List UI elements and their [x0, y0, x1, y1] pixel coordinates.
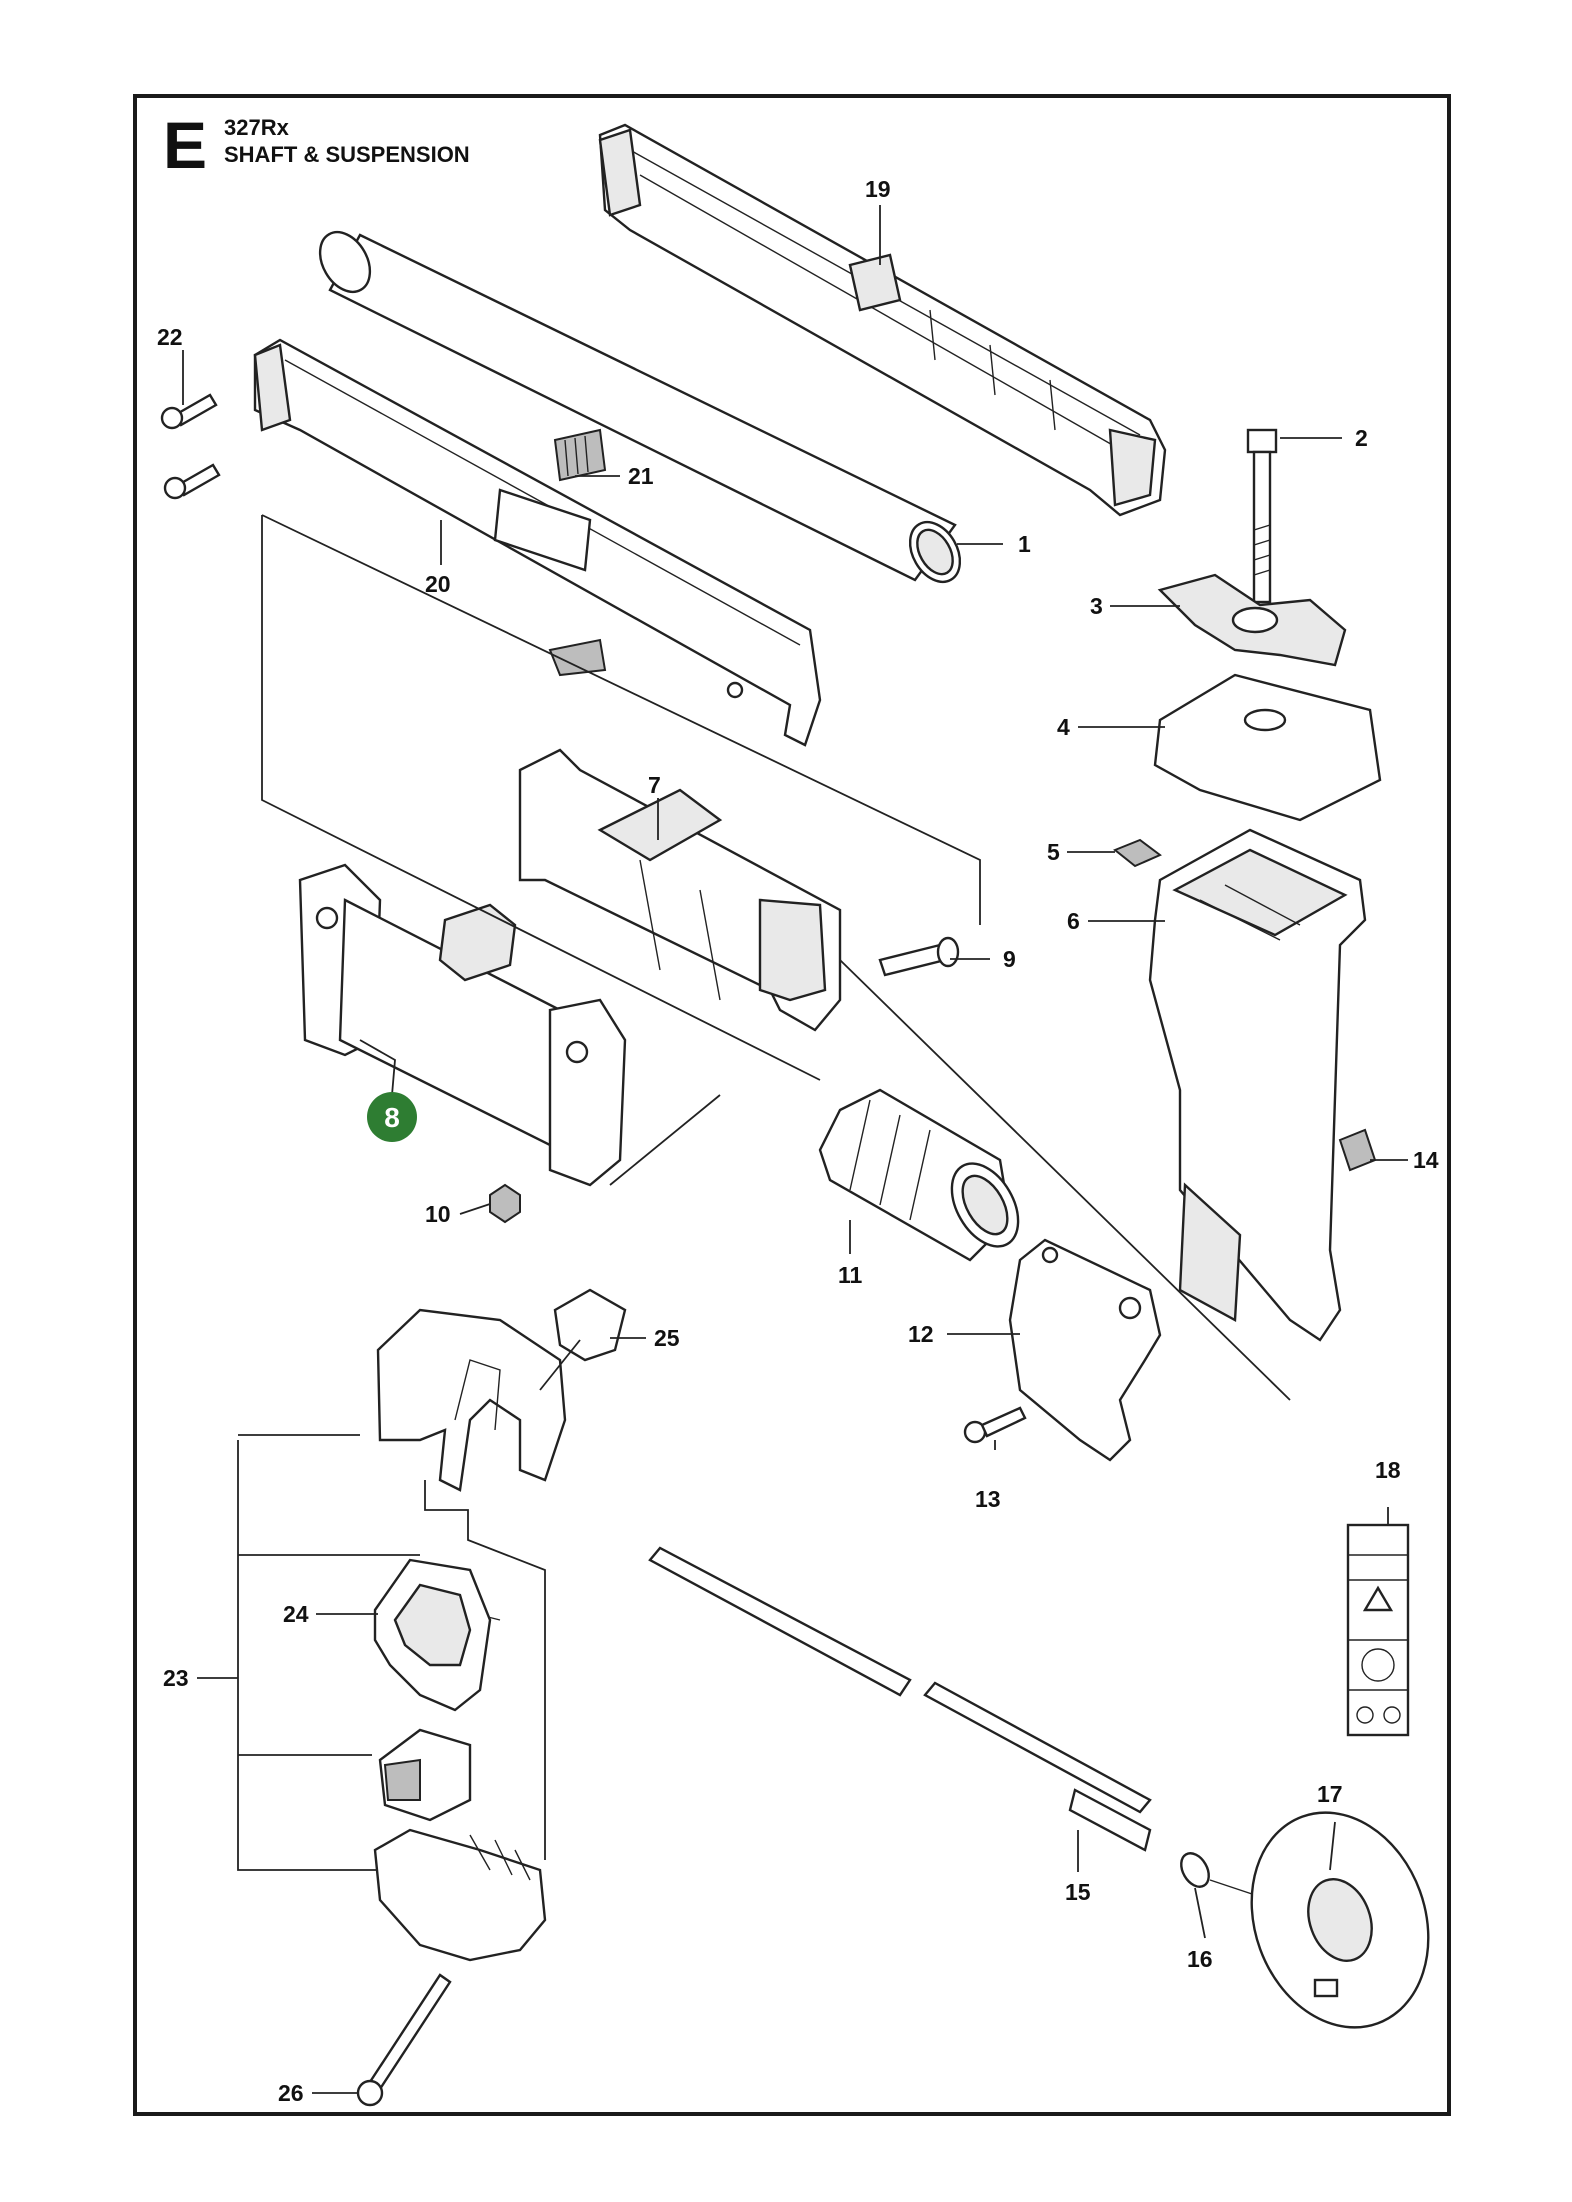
part-19-upper-housing[interactable]	[598, 123, 1167, 517]
part-7-clamp-housing[interactable]	[518, 748, 842, 1032]
part-26-long-screw[interactable]	[356, 1973, 452, 2107]
part-10-nut[interactable]	[489, 1183, 521, 1224]
label-part-3: 3	[1090, 593, 1103, 619]
part-23-clip-block[interactable]	[378, 1728, 472, 1822]
diagram-title: SHAFT & SUSPENSION	[224, 142, 470, 167]
part-5-square-nut[interactable]	[1113, 838, 1162, 868]
label-part-21: 21	[628, 463, 654, 489]
part-6-suspension-hanger[interactable]	[1148, 828, 1367, 1342]
label-part-22: 22	[157, 324, 183, 350]
label-part-15: 15	[1065, 1879, 1091, 1905]
part-14-fastener[interactable]	[1338, 1128, 1377, 1172]
part-4-suspension-cover[interactable]	[1153, 673, 1382, 822]
part-12-clamp-lower[interactable]	[1008, 1238, 1162, 1462]
label-part-5: 5	[1047, 839, 1060, 865]
leader-lines	[182, 205, 1408, 2094]
part-15-drive-shaft[interactable]	[648, 1546, 1152, 1852]
section-letter: E	[163, 108, 208, 182]
label-part-1: 1	[1018, 531, 1031, 557]
part-11-coupling[interactable]	[818, 1088, 1032, 1262]
part-20-lower-housing[interactable]	[253, 338, 822, 747]
part-22-screws[interactable]	[160, 393, 221, 500]
label-part-13: 13	[975, 1486, 1001, 1512]
part-16-circlip[interactable]	[1176, 1848, 1215, 1891]
label-part-26: 26	[278, 2080, 304, 2106]
part-24-handle-loop[interactable]	[373, 1558, 492, 1712]
part-number-labels: 1 2 3 4 5 6 7 9 10 11 12 13 14 15 16 17 …	[157, 176, 1439, 2106]
assembly-outline-lines	[237, 514, 1291, 1871]
part-25-cap[interactable]	[553, 1288, 627, 1362]
label-part-23: 23	[163, 1665, 189, 1691]
part-18-warning-decal[interactable]	[1346, 1523, 1410, 1737]
label-part-19: 19	[865, 176, 891, 202]
label-part-24: 24	[283, 1601, 309, 1627]
label-part-20: 20	[425, 571, 451, 597]
label-part-2: 2	[1355, 425, 1368, 451]
label-part-8: 8	[384, 1102, 400, 1133]
part-8-clamp-body[interactable]	[298, 863, 627, 1187]
part-1-shaft-tube[interactable]	[310, 223, 970, 590]
highlight-part-8[interactable]: 8	[359, 1039, 417, 1142]
diagram-frame	[133, 94, 1451, 2116]
label-part-25: 25	[654, 1325, 680, 1351]
label-part-4: 4	[1057, 714, 1070, 740]
label-part-7: 7	[648, 772, 661, 798]
label-part-9: 9	[1003, 946, 1016, 972]
label-part-6: 6	[1067, 908, 1080, 934]
part-9-screw[interactable]	[878, 936, 960, 977]
part-17-clutch-drum[interactable]	[1209, 1788, 1457, 2053]
label-part-11: 11	[838, 1262, 863, 1288]
label-part-17: 17	[1317, 1781, 1343, 1807]
label-part-18: 18	[1375, 1457, 1401, 1483]
label-part-10: 10	[425, 1201, 451, 1227]
part-3-wing-nut[interactable]	[1157, 573, 1347, 667]
model-name: 327Rx	[224, 115, 289, 140]
highlight-badge	[367, 1092, 417, 1142]
part-13-screw[interactable]	[963, 1406, 1027, 1444]
part-21-clip[interactable]	[548, 428, 607, 677]
label-part-14: 14	[1413, 1147, 1439, 1173]
label-part-16: 16	[1187, 1946, 1213, 1972]
part-23-lower-clamp[interactable]	[373, 1828, 547, 1962]
label-part-12: 12	[908, 1321, 934, 1347]
part-2-bolt[interactable]	[1246, 428, 1278, 604]
